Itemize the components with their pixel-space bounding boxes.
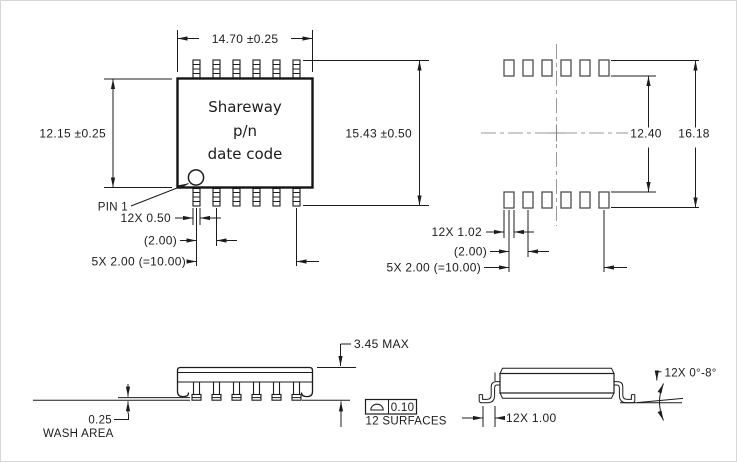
pad bbox=[503, 191, 515, 209]
pin1-indicator-circle bbox=[187, 169, 205, 186]
dim-max-height: 3.45 MAX bbox=[317, 337, 409, 368]
pad bbox=[579, 59, 591, 77]
wash-area-label: WASH AREA bbox=[43, 428, 114, 440]
pin bbox=[292, 187, 301, 207]
dim-body-height-label: 12.15 ±0.25 bbox=[39, 127, 106, 141]
pad bbox=[541, 191, 553, 209]
wash-area-callout: 0.25 WASH AREA bbox=[33, 384, 190, 440]
package-top-view: Shareway p/n date code PIN 1 14.70 ±0.25… bbox=[39, 30, 429, 269]
dim-pad-spans: 12.40 16.18 bbox=[611, 60, 710, 208]
dim-lead-angle: 12X 0°-8° bbox=[620, 368, 717, 421]
pin1-callout: PIN 1 bbox=[98, 183, 189, 214]
dim-foot-length: 12X 1.00 bbox=[462, 372, 556, 427]
center-cross bbox=[548, 124, 565, 142]
package-side-view: 0.25 WASH AREA 3.45 MAX 0.10 12 SURFACES bbox=[33, 337, 447, 440]
profile-of-surface-symbol bbox=[370, 403, 384, 411]
pin bbox=[272, 187, 281, 207]
marking-pn: p/n bbox=[233, 122, 257, 140]
dim-lead-span: 15.43 ±0.50 bbox=[303, 60, 429, 206]
dim-foot-length-label: 12X 1.00 bbox=[506, 411, 556, 425]
dim-pad-inner-span-label: 12.40 bbox=[630, 127, 662, 141]
dim-pitch-total-label: 5X 2.00 (=10.00) bbox=[91, 255, 186, 269]
pin bbox=[212, 59, 221, 79]
pin bbox=[272, 59, 281, 79]
end-body bbox=[499, 372, 615, 394]
pad bbox=[560, 59, 572, 77]
pad bbox=[541, 59, 553, 77]
pin bbox=[232, 187, 241, 207]
dim-lead-span-label: 15.43 ±0.50 bbox=[345, 127, 412, 141]
surfaces-note: 12 SURFACES bbox=[366, 416, 447, 428]
dim-body-height: 12.15 ±0.25 bbox=[39, 78, 172, 188]
marking-brand: Shareway bbox=[208, 98, 282, 116]
dim-body-width: 14.70 ±0.25 bbox=[177, 30, 313, 72]
land-pattern-view: 12.40 16.18 12X 1.02 (2.00) 5X 2.00 (=10… bbox=[386, 44, 709, 275]
side-body-outline bbox=[176, 366, 314, 398]
dim-pad-pitch-total: 5X 2.00 (=10.00) bbox=[386, 261, 627, 275]
pad bbox=[579, 191, 591, 209]
pad bbox=[598, 191, 610, 209]
package-body bbox=[176, 77, 314, 189]
pad bbox=[522, 191, 534, 209]
pin bbox=[192, 187, 201, 207]
dim-pitch-total: 5X 2.00 (=10.00) bbox=[91, 255, 319, 269]
pin bbox=[232, 59, 241, 79]
flatness-callout: 0.10 12 SURFACES bbox=[302, 398, 447, 428]
package-end-view: 12X 1.00 12X 0°-8° bbox=[462, 368, 717, 427]
dim-pad-width-label: 12X 1.02 bbox=[432, 225, 482, 239]
dim-pitch: (2.00) bbox=[144, 234, 237, 248]
pin bbox=[292, 59, 301, 79]
dim-lead-width-label: 12X 0.50 bbox=[121, 211, 171, 225]
right-lead bbox=[614, 381, 636, 404]
pin bbox=[252, 59, 261, 79]
side-body-lines bbox=[178, 372, 312, 383]
pad bbox=[503, 59, 515, 77]
dim-pad-pitch-label: (2.00) bbox=[454, 245, 487, 259]
marking-datecode: date code bbox=[208, 145, 283, 163]
dim-pad-pitch-total-label: 5X 2.00 (=10.00) bbox=[386, 261, 481, 275]
pad bbox=[560, 191, 572, 209]
left-lead bbox=[478, 381, 500, 404]
dim-pad-outer-span-label: 16.18 bbox=[678, 127, 710, 141]
centerlines bbox=[481, 44, 628, 226]
dim-body-width-label: 14.70 ±0.25 bbox=[212, 32, 279, 46]
dim-pad-width: 12X 1.02 bbox=[432, 210, 605, 272]
pin1-label: PIN 1 bbox=[98, 202, 128, 214]
dim-max-height-label: 3.45 MAX bbox=[354, 337, 409, 351]
pin bbox=[192, 59, 201, 79]
dim-lead-width: 12X 0.50 bbox=[121, 208, 297, 266]
standoff-label: 0.25 bbox=[88, 415, 112, 427]
dim-pitch-label: (2.00) bbox=[144, 234, 177, 248]
pad bbox=[522, 59, 534, 77]
pad bbox=[598, 59, 610, 77]
pin bbox=[252, 187, 261, 207]
dim-pad-pitch: (2.00) bbox=[454, 245, 549, 259]
dim-lead-angle-label: 12X 0°-8° bbox=[665, 368, 717, 380]
flatness-value: 0.10 bbox=[391, 402, 415, 414]
pin bbox=[212, 187, 221, 207]
